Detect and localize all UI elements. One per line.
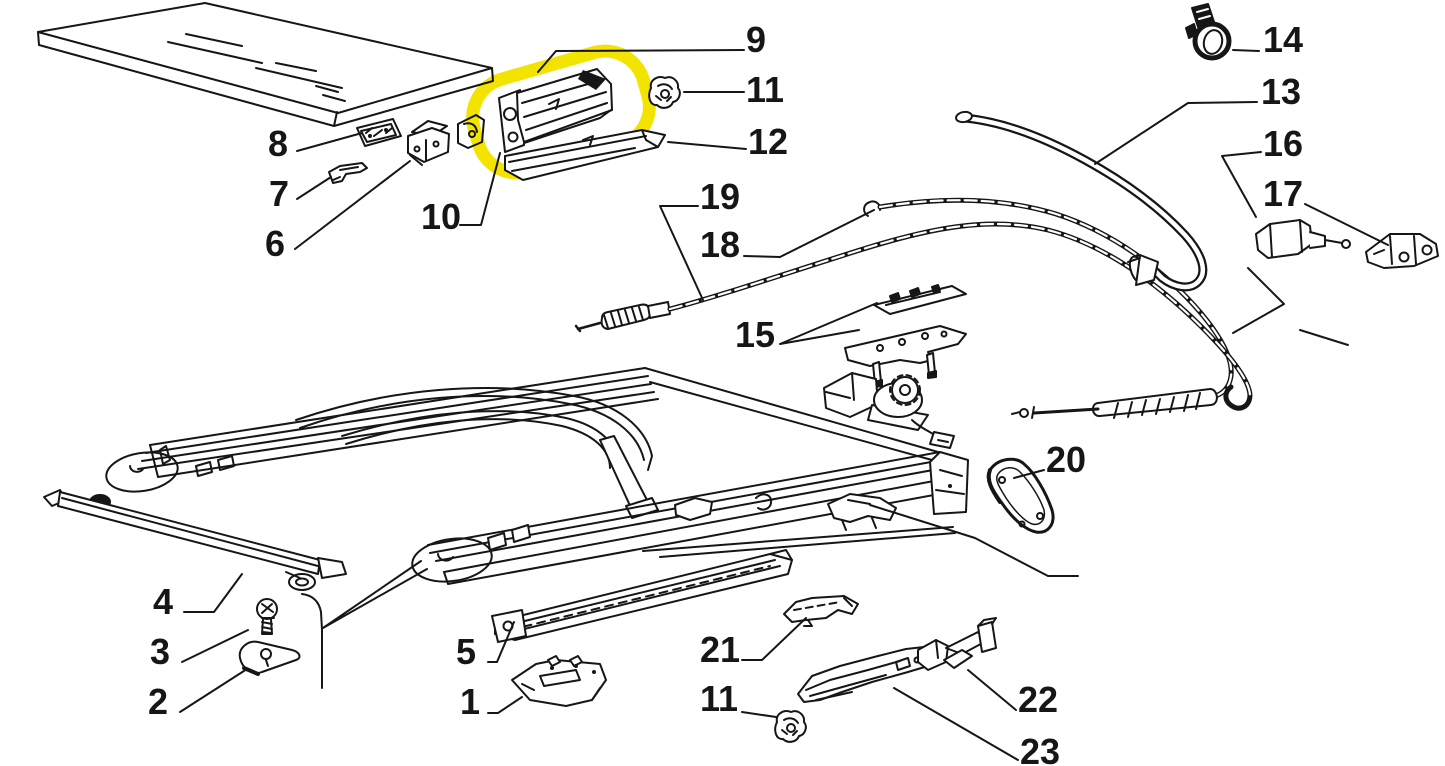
- callout-3: 3: [150, 631, 171, 672]
- callout-5: 5: [456, 631, 477, 672]
- part-9-slider: [498, 68, 613, 153]
- callout-9: 9: [746, 19, 767, 60]
- cable-19: [574, 221, 1253, 411]
- callout-22: 22: [1018, 679, 1059, 720]
- callout-23: 23: [1020, 731, 1061, 766]
- part-5-rail: [491, 549, 793, 643]
- part-3-screw: [256, 598, 278, 635]
- callout-7: 7: [269, 173, 290, 214]
- callout-15: 15: [735, 314, 776, 355]
- callout-14: 14: [1263, 19, 1304, 60]
- clamp-14: [1185, 3, 1232, 61]
- line-art: [37, 2, 1439, 761]
- part-15-plate-upper: [873, 284, 967, 315]
- callout-4: 4: [153, 581, 174, 622]
- callout-17: 17: [1263, 173, 1304, 214]
- connector-16: [1255, 219, 1351, 259]
- sunroof-frame: [105, 367, 1079, 689]
- part-21-bracket: [783, 595, 859, 627]
- glass-panel: [37, 2, 494, 127]
- callout-13: 13: [1261, 71, 1302, 112]
- hose-13: [955, 110, 1208, 292]
- callout-1: 1: [460, 681, 481, 722]
- callout-18: 18: [700, 224, 741, 265]
- alignment-lines-right: [1232, 267, 1349, 346]
- part-6-block: [407, 120, 450, 166]
- part-2-wedge: [238, 640, 301, 676]
- callout-12: 12: [748, 121, 789, 162]
- part-20-bracket: [986, 457, 1055, 534]
- part-12-rail: [504, 129, 666, 181]
- part-7-bracket: [328, 162, 368, 184]
- callout-20: 20: [1046, 439, 1087, 480]
- callout-10: 10: [421, 196, 462, 237]
- callout-11-top: 11: [746, 69, 785, 110]
- part-23-shoe: [797, 646, 933, 703]
- callout-8: 8: [268, 123, 289, 164]
- part-1-block: [511, 655, 607, 707]
- part-22-bracket: [917, 617, 997, 671]
- part-15-plate-lower: [844, 325, 967, 388]
- callout-21: 21: [700, 629, 741, 670]
- leader-lines: [179, 49, 1389, 761]
- callout-19: 19: [700, 176, 741, 217]
- callout-6: 6: [265, 223, 286, 264]
- part-11-nut-bottom: [774, 710, 807, 743]
- part-4-bar: [43, 489, 347, 591]
- callout-16: 16: [1263, 123, 1304, 164]
- sunroof-motor: [823, 372, 955, 449]
- callout-11-bottom: 11: [700, 678, 739, 719]
- part-11-nut-top: [648, 76, 681, 109]
- callout-2: 2: [148, 681, 169, 722]
- part-8-plate: [356, 118, 402, 147]
